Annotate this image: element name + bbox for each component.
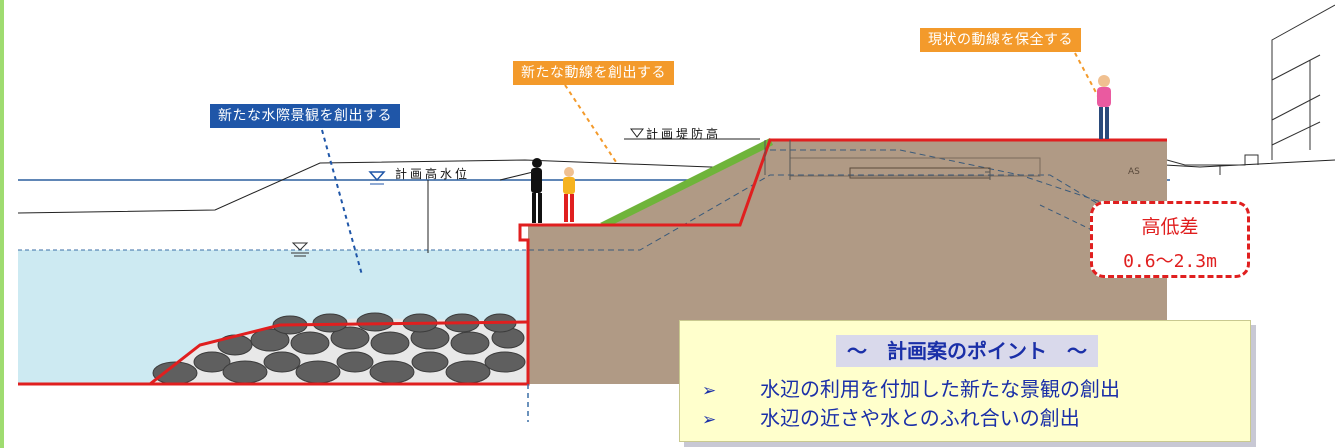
- new-flow-label: 新たな動線を創出する: [513, 61, 674, 85]
- grass-slope: [600, 138, 773, 226]
- normal-water-level-marker: [291, 242, 309, 257]
- water-level-marker-icon: [368, 171, 386, 185]
- page-border: [0, 0, 4, 448]
- arrow-bullet-icon: ➢: [702, 410, 717, 430]
- blue-leader-line: [321, 129, 363, 276]
- plan-point-item: ➢ 水辺の利用を付加した新たな景観の創出: [702, 376, 1120, 405]
- building-outline: [1166, 4, 1335, 175]
- plan-outline-red: [18, 138, 1167, 386]
- plan-point-item: ➢ 水辺の近さや水とのふれ合いの創出: [702, 405, 1120, 434]
- arrow-bullet-icon: ➢: [702, 381, 717, 401]
- plan-point-text: 水辺の近さや水とのふれ合いの創出: [760, 406, 1080, 430]
- orange-leader-line: [564, 84, 619, 166]
- plan-points-list: ➢ 水辺の利用を付加した新たな景観の創出 ➢ 水辺の近さや水とのふれ合いの創出: [702, 376, 1120, 434]
- preserve-flow-label: 現状の動線を保全する: [920, 28, 1081, 52]
- as-mark: AS: [1128, 167, 1140, 177]
- height-difference-title: 高低差: [1141, 216, 1199, 238]
- structure-line: [770, 149, 1111, 206]
- embankment-structure-lines: [764, 140, 991, 180]
- planned-embankment-label: 計画堤防高: [646, 127, 722, 141]
- waterfront-landscape-label: 新たな水際景観を創出する: [210, 104, 400, 128]
- person-walking: [1097, 75, 1111, 139]
- difference-leader-line: [1039, 204, 1093, 231]
- plan-point-text: 水辺の利用を付加した新たな景観の創出: [760, 377, 1120, 401]
- embankment-marker-icon: [624, 128, 760, 140]
- revetment-outline-red: [149, 320, 529, 386]
- planned-high-water-label: 計画高水位: [395, 167, 471, 181]
- person-fishing: [427, 158, 542, 253]
- plan-points-title: ～ 計画案のポイント ～: [836, 335, 1098, 367]
- plan-points-box: ～ 計画案のポイント ～ ➢ 水辺の利用を付加した新たな景観の創出 ➢ 水辺の近さや…: [679, 320, 1251, 442]
- height-difference-box: 高低差 0.6～2.3m: [1090, 201, 1250, 278]
- orange-leader-line-2: [1074, 52, 1101, 101]
- person-child: [563, 167, 575, 222]
- height-difference-value: 0.6～2.3m: [1123, 251, 1217, 272]
